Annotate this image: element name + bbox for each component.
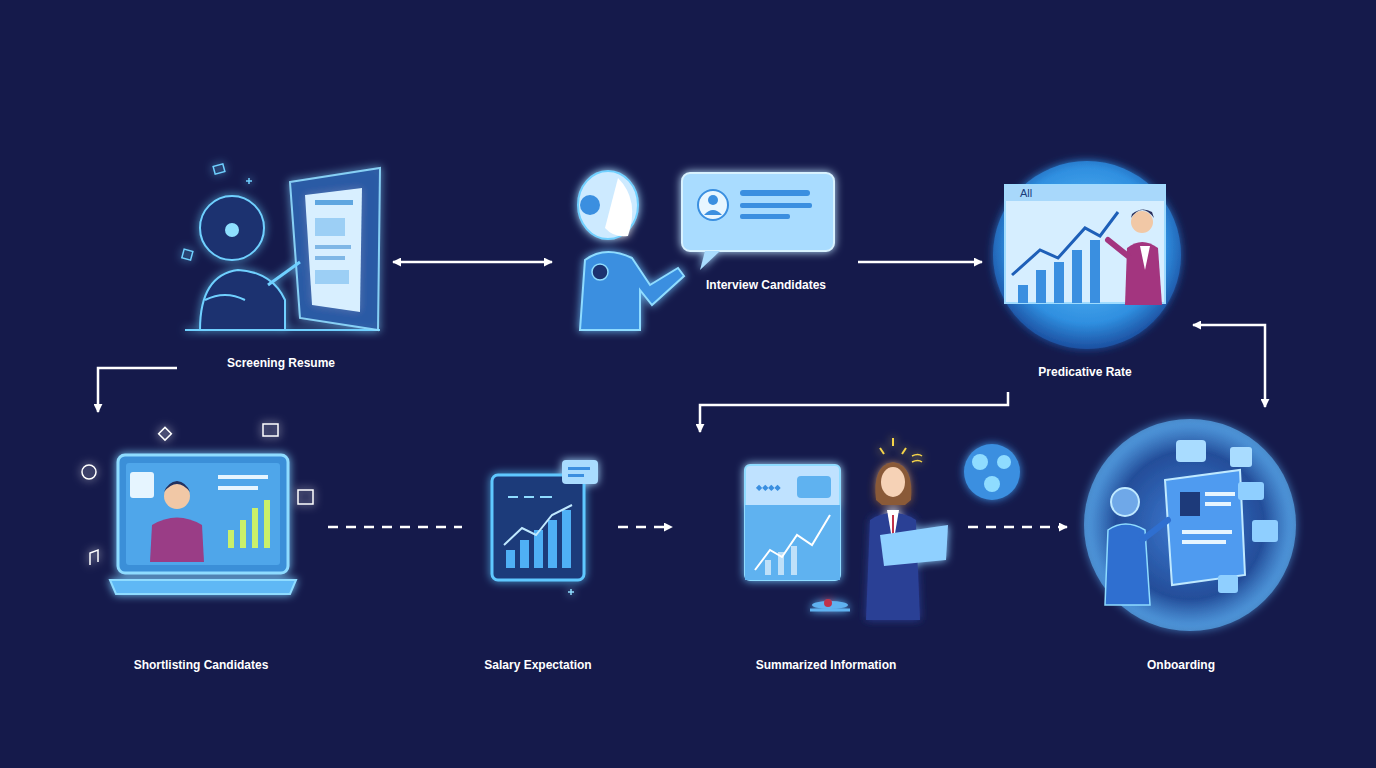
flow-arrow bbox=[700, 392, 1008, 432]
flow-arrow bbox=[858, 261, 982, 264]
node-label: Salary Expectation bbox=[484, 657, 591, 673]
flow-arrow bbox=[393, 261, 552, 264]
flow-arrow bbox=[618, 526, 672, 529]
node-label: Summarized Information bbox=[756, 657, 897, 673]
process-node: Shortlisting Candidates bbox=[80, 420, 320, 677]
flow-arrow bbox=[1193, 325, 1265, 407]
process-node: Screening Resume bbox=[185, 160, 385, 375]
node-label: Screening Resume bbox=[227, 355, 335, 371]
node-label: Onboarding bbox=[1147, 657, 1215, 673]
process-node: Predicative Rate bbox=[990, 160, 1185, 384]
process-node: Interview Candidates bbox=[560, 175, 850, 297]
svg-text:◆◆◆◆: ◆◆◆◆ bbox=[756, 483, 781, 492]
flow-arrow bbox=[98, 368, 177, 412]
process-node: Salary Expectation bbox=[470, 450, 610, 677]
node-label: Predicative Rate bbox=[1038, 364, 1131, 380]
summary-illustration: ◆◆◆◆ bbox=[745, 438, 1020, 620]
onboarding-illustration bbox=[1084, 419, 1296, 631]
process-node: Summarized Information bbox=[680, 440, 960, 677]
prediction-illustration bbox=[993, 161, 1181, 349]
salary-illustration bbox=[492, 460, 598, 595]
process-node: Onboarding bbox=[1075, 415, 1305, 677]
chart-label: All bbox=[1020, 187, 1032, 200]
node-label: Shortlisting Candidates bbox=[134, 657, 269, 673]
flow-arrow bbox=[968, 526, 1067, 529]
shortlisting-illustration bbox=[82, 424, 313, 594]
interview-illustration bbox=[578, 171, 834, 330]
screening-illustration bbox=[182, 164, 380, 330]
flow-arrow bbox=[328, 526, 462, 529]
node-label: Interview Candidates bbox=[706, 277, 826, 293]
